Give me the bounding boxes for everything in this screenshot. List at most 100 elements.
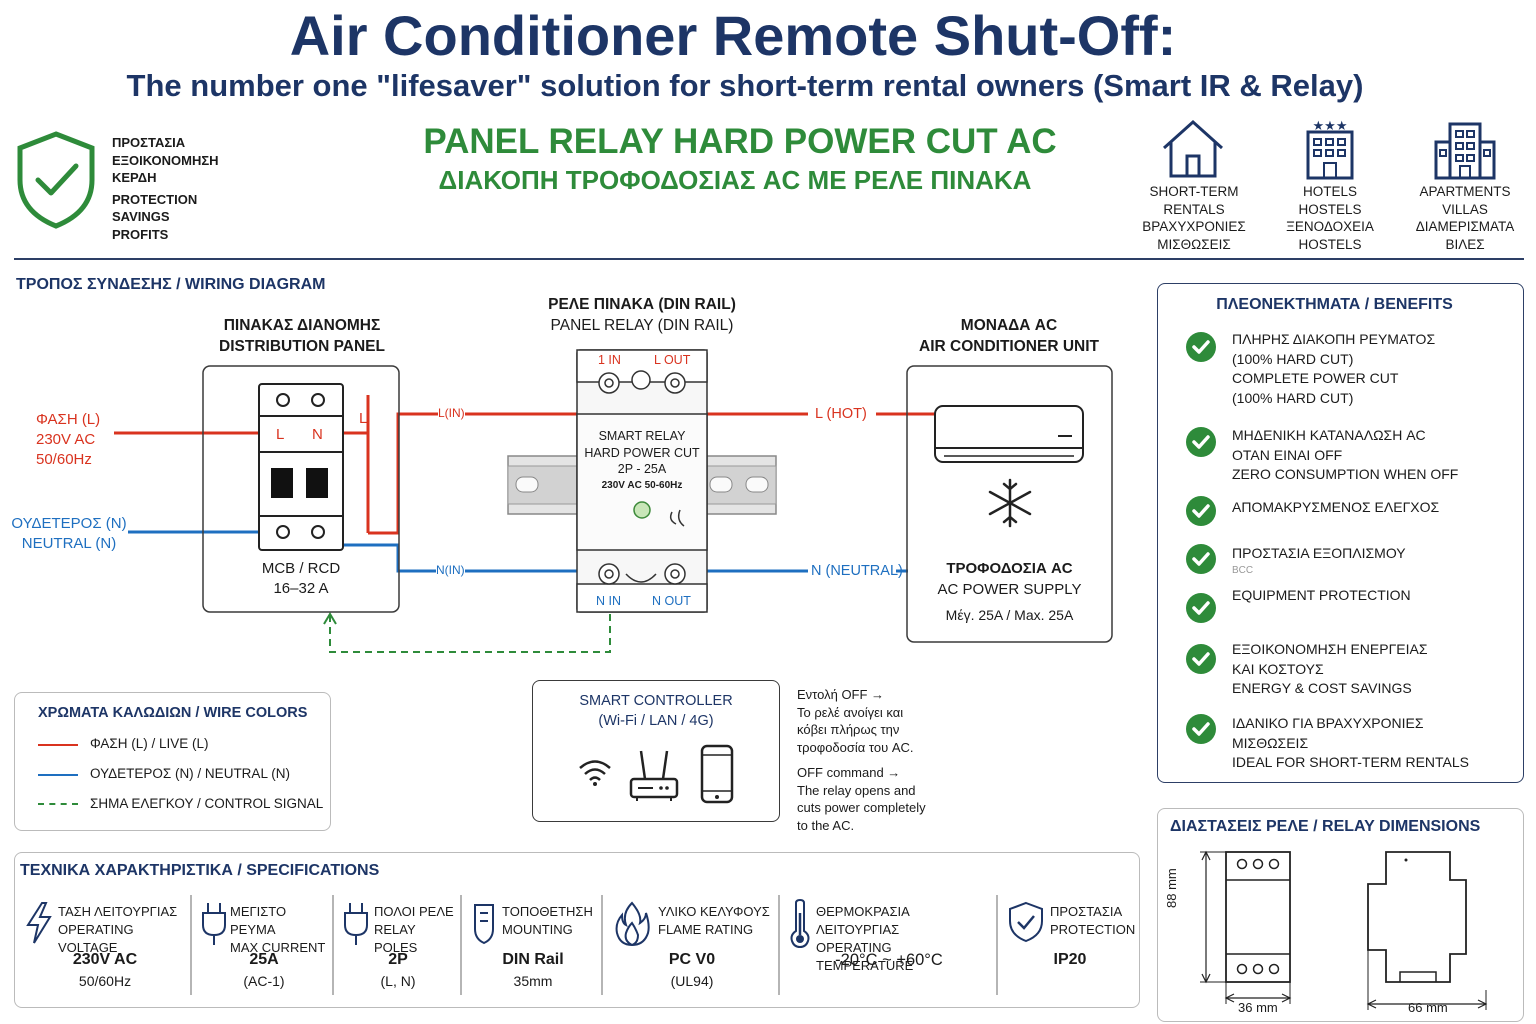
- legend-swatch-neutral: [38, 774, 78, 776]
- benefit-line: EQUIPMENT PROTECTION: [1232, 587, 1411, 603]
- audience-apartments: APARTMENTS VILLAS ΔΙΑΜΕΡΙΣΜΑΤΑ ΒΙΛΕΣ: [1398, 183, 1532, 253]
- audience-line: ΔΙΑΜΕΡΙΣΜΑΤΑ: [1415, 219, 1515, 234]
- benefits-box: [1157, 283, 1524, 783]
- benefit-text: EQUIPMENT PROTECTION: [1232, 586, 1411, 606]
- spec-label-gr: ΤΑΣΗ ΛΕΙΤΟΥΡΓΙΑΣ: [58, 904, 178, 919]
- spec-value: PC V0: [668, 951, 716, 968]
- wiring-section-title: ΤΡΟΠΟΣ ΣΥΝΔΕΣΗΣ / WIRING DIAGRAM: [16, 276, 326, 293]
- router-icon: [629, 750, 679, 801]
- benefit-text: ΜΗΔΕΝΙΚΗ ΚΑΤΑΝΑΛΩΣΗ AC ΟΤΑΝ ΕΙΝΑΙ OFF ZE…: [1232, 426, 1458, 485]
- relay-title-gr: ΡΕΛΕ ΠΙΝΑΚΑ (DIN RAIL): [548, 296, 736, 313]
- spec-protection: ΠΡΟΣΤΑΣΙΑ PROTECTION IP20: [1006, 895, 1135, 995]
- ac-indoor-unit: [934, 405, 1084, 463]
- specs-box: [14, 852, 1140, 1008]
- panel-title-gr: ΠΙΝΑΚΑΣ ΔΙΑΝΟΜΗΣ: [223, 317, 381, 334]
- spec-label-gr: ΠΡΟΣΤΑΣΙΑ: [1050, 904, 1123, 919]
- spec-mounting: ΤΟΠΟΘΕΤΗΣΗ MOUNTING DIN Rail 35mm: [468, 895, 598, 995]
- check-icon: [1186, 593, 1216, 623]
- audience-line: HOSTELS: [1298, 236, 1362, 252]
- thermometer-icon: [790, 899, 810, 949]
- ac-supply-gr: ΤΡΟΦΟΔΟΣΙΑ AC: [946, 560, 1073, 577]
- benefit-text: ΠΛΗΡΗΣ ΔΙΑΚΟΠΗ ΡΕΥΜΑΤΟΣ (100% HARD CUT) …: [1232, 330, 1435, 408]
- header-divider: [14, 258, 1524, 260]
- product-title-gr: ΔΙΑΚΟΠΗ ΤΡΟΦΟΔΟΣΙΑΣ AC ΜΕ ΡΕΛΕ ΠΙΝΑΚΑ: [438, 165, 1032, 195]
- spec-sub: (L, N): [380, 973, 416, 989]
- benefit-item: ΙΔΑΝΙΚΟ ΓΙΑ ΒΡΑΧΥΧΡΟΝΙΕΣ ΜΙΣΘΩΣΕΙΣ IDEAL…: [1186, 714, 1516, 774]
- ac-max: Μέγ. 25A / Max. 25A: [945, 607, 1074, 623]
- page-subtitle: The number one "lifesaver" solution for …: [126, 68, 1364, 103]
- wire-colors-title: ΧΡΩΜΑΤΑ ΚΑΛΩΔΙΩΝ / WIRE COLORS: [38, 705, 308, 721]
- relay-body-line: 2P - 25A: [617, 462, 667, 476]
- relay-led: [633, 501, 651, 519]
- benefit-item: ΑΠΟΜΑΚΡΥΣΜΕΝΟΣ ΕΛΕΓΧΟΣ: [1186, 496, 1516, 528]
- page-title: Air Conditioner Remote Shut-Off:: [289, 4, 1177, 67]
- wifi-icon: [579, 760, 611, 786]
- spec-label: ΤΑΣΗ ΛΕΙΤΟΥΡΓΙΑΣ OPERATING VOLTAGE: [58, 903, 188, 957]
- neutral-line: ΟΥΔΕΤΕΡΟΣ (N): [11, 515, 127, 532]
- wire-n-in-label: N(IN): [436, 563, 465, 577]
- spec-label-gr: ΜΕΓΙΣΤΟ ΡΕΥΜΑ: [230, 904, 287, 937]
- spec-divider: [190, 895, 192, 995]
- ac-title-gr: ΜΟΝΑΔΑ AC: [960, 317, 1058, 334]
- spec-sub: 50/60Hz: [78, 973, 132, 989]
- hotel-icon: ★★★: [1306, 119, 1354, 180]
- height-dimension-label: 88 mm: [1164, 868, 1179, 908]
- panel-title-en: DISTRIBUTION PANEL: [219, 338, 385, 355]
- mcb-body: [258, 383, 344, 551]
- product-title-en: PANEL RELAY HARD POWER CUT AC: [423, 122, 1057, 161]
- relay-l-in: 1 IN: [598, 353, 621, 367]
- benefit-line: ΟΤΑΝ ΕΙΝΑΙ OFF: [1232, 446, 1343, 463]
- audience-line: SHORT-TERM: [1149, 184, 1239, 199]
- benefit-line: ΠΛΗΡΗΣ ΔΙΑΚΟΠΗ ΡΕΥΜΑΤΟΣ: [1232, 331, 1436, 347]
- audience-line: ΒΙΛΕΣ: [1445, 236, 1485, 252]
- benefit-text: ΠΡΟΣΤΑΣΙΑ ΕΞΟΠΛΙΣΜΟΥ BCC: [1232, 544, 1406, 578]
- spec-label-gr: ΥΛΙΚΟ ΚΕΛΥΦΟΥΣ: [658, 904, 770, 919]
- controller-subtitle: (Wi-Fi / LAN / 4G): [598, 713, 714, 729]
- spec-label-en: FLAME RATING: [658, 922, 754, 937]
- benefit-line: (100% HARD CUT): [1232, 389, 1354, 406]
- mcb-name: MCB / RCD 16–32 A: [203, 559, 399, 599]
- smartphone-icon: [700, 744, 734, 804]
- distribution-panel-box: [202, 365, 400, 613]
- spec-divider: [460, 895, 462, 995]
- shield-line: ΠΡΟΣΤΑΣΙΑ: [112, 135, 186, 150]
- control-signal-wire: [329, 612, 611, 653]
- phase-line: 230V AC: [36, 431, 96, 448]
- spec-sub: 35mm: [513, 973, 553, 989]
- spec-label: ΜΕΓΙΣΤΟ ΡΕΥΜΑ MAX CURRENT: [230, 903, 330, 957]
- note-en-line: The relay opens and: [797, 782, 916, 798]
- spec-label: ΤΟΠΟΘΕΤΗΣΗ MOUNTING: [502, 903, 593, 939]
- spec-label: ΠΟΛΟΙ ΡΕΛΕ RELAY POLES: [374, 903, 456, 957]
- neutral-label: ΟΥΔΕΤΕΡΟΣ (N) NEUTRAL (N): [8, 514, 130, 554]
- snowflake-icon: [988, 478, 1032, 528]
- mcb-n-label: N: [312, 426, 323, 443]
- spec-label-en: OPERATING VOLTAGE: [58, 922, 134, 955]
- spec-label-en: OPERATING TEMPERATURE: [816, 940, 914, 973]
- spec-label-en: MOUNTING: [502, 922, 573, 937]
- audience-hotels: HOTELS HOSTELS ΞΕΝΟΔΟΧΕΙΑ HOSTELS: [1262, 183, 1398, 253]
- spec-label-en: MAX CURRENT: [230, 940, 326, 955]
- relay-body-line: 230V AC 50-60Hz: [601, 479, 683, 491]
- shield-text: ΠΡΟΣΤΑΣΙΑ ΕΞΟΙΚΟΝΟΜΗΣΗ ΚΕΡΔΗ PROTECTION …: [112, 134, 219, 243]
- neutral-wire-to-relay: [340, 543, 578, 573]
- wire-colors-box: ΧΡΩΜΑΤΑ ΚΑΛΩΔΙΩΝ / WIRE COLORS ΦΑΣΗ (L) …: [14, 692, 331, 831]
- wire-n-neutral-label: N (NEUTRAL): [811, 563, 903, 579]
- spec-label: ΘΕΡΜΟΚΡΑΣΙΑ ΛΕΙΤΟΥΡΓΙΑΣ OPERATING TEMPER…: [816, 903, 992, 975]
- ac-supply: ΤΡΟΦΟΔΟΣΙΑ AC AC POWER SUPPLY Μέγ. 25A /…: [907, 558, 1112, 626]
- note-gr-line: Εντολή OFF →: [797, 687, 885, 702]
- check-icon: [1186, 714, 1216, 744]
- legend-label-live: ΦΑΣΗ (L) / LIVE (L): [90, 736, 209, 751]
- lightning-icon: [26, 902, 52, 944]
- note-en-line: cuts power completely: [797, 800, 926, 815]
- spec-flame: ΥΛΙΚΟ ΚΕΛΥΦΟΥΣ FLAME RATING PC V0 (UL94): [612, 895, 772, 995]
- audience-line: APARTMENTS: [1419, 184, 1511, 199]
- control-signal-arrow: [323, 612, 337, 625]
- relay-body-line: SMART RELAY: [598, 429, 686, 443]
- phase-line: 50/60Hz: [36, 451, 92, 468]
- depth-dimension-label: 66 mm: [1408, 1000, 1448, 1015]
- benefit-line: ΙΔΑΝΙΚΟ ΓΙΑ ΒΡΑΧΥΧΡΟΝΙΕΣ: [1232, 715, 1424, 731]
- mcb-toggle-left: [271, 468, 293, 498]
- spec-sub: (AC-1): [243, 973, 285, 989]
- flame-icon: [615, 901, 650, 947]
- spec-divider: [778, 895, 780, 995]
